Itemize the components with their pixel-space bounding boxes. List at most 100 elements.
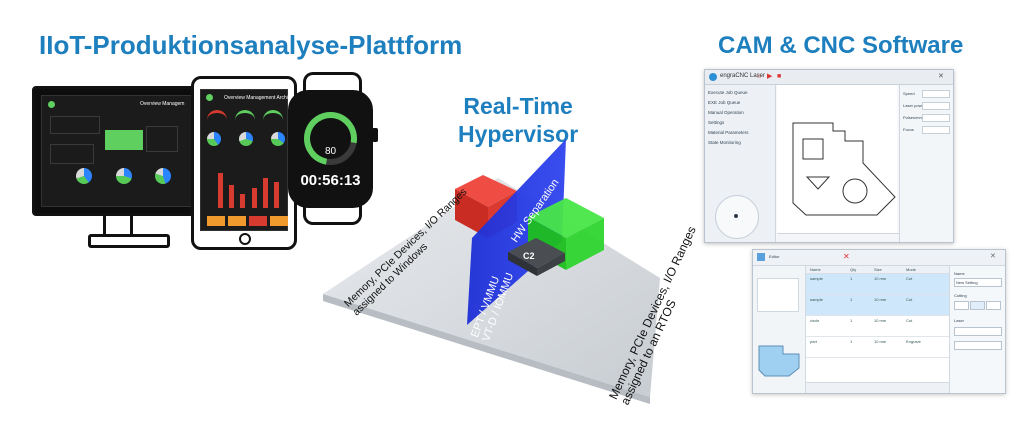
monitor-panel (50, 144, 94, 164)
laser-power-input[interactable] (922, 102, 950, 110)
cam-sidebar: Execute Job Queue EXE Job Queue Manual O… (705, 85, 776, 242)
mode-button[interactable] (954, 301, 969, 310)
tablet-bar (240, 194, 245, 208)
ept-iommu-label: EPT / VMMU VT-D / IOMMU (469, 267, 516, 343)
mode-button[interactable] (970, 301, 985, 310)
table-row[interactable]: sample 1 10 mm Cut (806, 295, 949, 316)
delete-icon[interactable]: ✕ (843, 252, 850, 261)
speed-input[interactable] (922, 90, 950, 98)
monitor-stand-base (88, 234, 170, 248)
sidebar-item-state-monitoring[interactable]: State Monitoring (708, 140, 741, 145)
hypervisor-title-line1: Real-Time (463, 93, 573, 119)
monitor-pie-chart (155, 168, 171, 184)
hypervisor-title: Real-Time Hypervisor (458, 92, 578, 148)
watch-band-top (303, 72, 362, 93)
part-thumbnail-shape (758, 345, 800, 377)
tablet-dashboard: Overview Management Archive (200, 89, 293, 231)
grid-cell-size: 10 mm (874, 276, 887, 281)
monitor-dashboard: Overview Managem (41, 95, 205, 207)
tablet-logo (206, 94, 213, 101)
property-label-laser: Laser (954, 318, 965, 323)
iiot-title: IIoT-Produktionsanalyse-Plattform (39, 30, 463, 60)
play-icon[interactable]: ▶ (767, 73, 773, 80)
tablet-bar (218, 173, 223, 208)
watch-crown (372, 128, 378, 142)
apply-button[interactable] (954, 341, 1002, 350)
editor-grid: Name Qty Size Mode sample 1 10 mm Cut sa… (806, 266, 949, 383)
cam-part-preview (792, 122, 896, 216)
tablet-status-tile (207, 216, 225, 226)
table-row[interactable]: part 1 10 mm Engrave (806, 337, 949, 358)
grid-cell-mode: Cut (906, 318, 913, 323)
editor-title: Editor (769, 254, 780, 259)
cam-cnc-title: CAM & CNC Software (718, 32, 964, 59)
param-label-speed: Speed (903, 91, 915, 96)
sidebar-item-manual-operation[interactable]: Manual Operation (708, 110, 744, 115)
cam-app-title: engraCNC Laser (720, 73, 766, 79)
tablet-home-button (239, 233, 251, 245)
setting-name-value: New Setting (956, 280, 978, 285)
monitor-device: Overview Managem (32, 86, 214, 216)
chip-label: C2 (523, 251, 535, 261)
jog-control[interactable] (715, 195, 759, 239)
param-label-focus: Focus (903, 127, 914, 132)
grid-cell-name: sample (810, 297, 823, 302)
table-row[interactable]: sample 1 10 mm Cut (806, 274, 949, 295)
cam-part-outline (792, 122, 896, 216)
monitor-panel (146, 126, 178, 152)
grid-header: Name Qty Size Mode (806, 266, 949, 274)
grid-cell-size: 10 mm (874, 297, 887, 302)
cam-drawing-canvas[interactable] (777, 85, 897, 234)
table-row[interactable]: circle 1 10 mm Cut (806, 316, 949, 337)
cam-toolbar: engraCNC Laser ⌂ ▶ ■ ✕ (705, 70, 953, 85)
focus-input[interactable] (922, 126, 950, 134)
property-label-cutting: Cutting (954, 293, 967, 298)
sidebar-item-execute-job-queue[interactable]: Execute Job Queue (708, 90, 748, 95)
monitor-pie-chart (116, 168, 132, 184)
tablet-nav: Overview Management Archive (224, 95, 294, 101)
home-icon[interactable]: ⌂ (757, 73, 762, 80)
windows-resources-label: Memory, PCIe Devices, I/O Ranges assigne… (342, 186, 478, 318)
tablet-bar (252, 188, 257, 208)
rtos-resources-line2: assigned to an RTOS (617, 297, 679, 407)
green-box-side (566, 218, 604, 270)
watch-gauge-track (304, 112, 357, 165)
sidebar-item-material-parameters[interactable]: Material Parameters (708, 130, 749, 135)
mode-button[interactable] (986, 301, 1001, 310)
tablet-pie-chart (271, 132, 285, 146)
close-icon[interactable]: ✕ (938, 73, 944, 80)
pulses-input[interactable] (922, 114, 950, 122)
monitor-green-panel (105, 130, 143, 150)
jog-center-icon[interactable] (734, 214, 738, 218)
cam-parameter-panel: Speed Laser power Pulses/mm Focus (899, 85, 953, 242)
setting-name-input[interactable] (954, 278, 1002, 287)
laser-setting-input[interactable] (954, 327, 1002, 336)
hw-separation-label: HW Separation (509, 176, 562, 245)
chip-side (537, 253, 565, 276)
tablet-pie-chart (239, 132, 253, 146)
rtos-resources-label: Memory, PCIe Devices, I/O Ranges assigne… (606, 224, 711, 407)
tablet-status-tile (228, 216, 246, 226)
stop-icon[interactable]: ■ (777, 73, 782, 80)
sidebar-item-exe-job-queue[interactable]: EXE Job Queue (708, 100, 741, 105)
part-tree[interactable] (757, 278, 799, 312)
grid-cell-mode: Cut (906, 276, 913, 281)
tablet-device: Overview Management Archive (191, 76, 297, 250)
grid-header-name: Name (810, 267, 821, 272)
grid-cell-qty: 1 (850, 318, 853, 323)
monitor-pie-chart (76, 168, 92, 184)
cam-circle-hole (842, 178, 868, 204)
app-logo-icon (757, 253, 765, 261)
grid-cell-qty: 1 (850, 339, 853, 344)
monitor-stand-neck (103, 216, 133, 234)
close-icon[interactable]: ✕ (990, 253, 996, 260)
watch-band-bottom (303, 206, 362, 225)
sidebar-item-settings[interactable]: Settings (708, 120, 725, 125)
cam-editor-window: Editor ✕ ✕ Name Qty Size Mode sample 1 1… (752, 249, 1006, 394)
cam-bottom-toolbar (777, 233, 899, 242)
editor-toolbar: Editor ✕ ✕ (753, 250, 1005, 266)
grid-cell-size: 10 mm (874, 318, 887, 323)
grid-header-qty: Qty (850, 267, 857, 272)
tablet-status-tile (249, 216, 267, 226)
